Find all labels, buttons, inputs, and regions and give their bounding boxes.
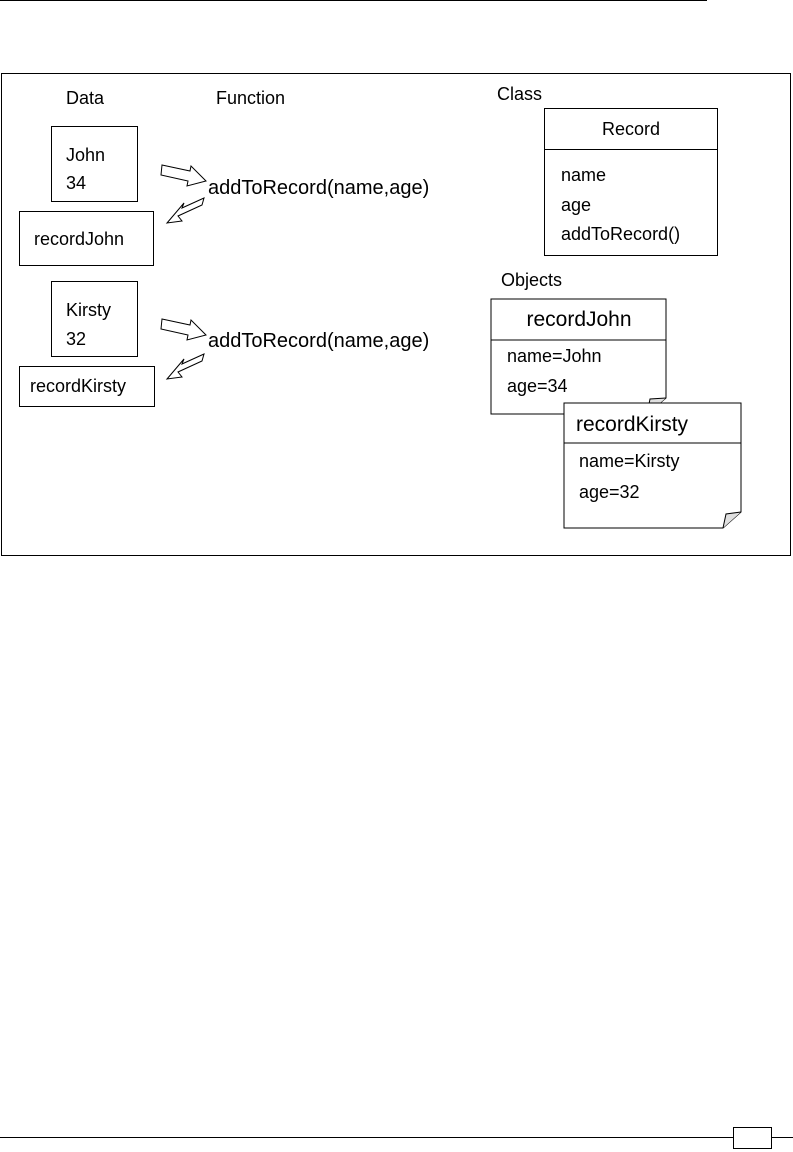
object-record-john-title: recordJohn: [526, 308, 632, 331]
arrow-kirsty-to-function: [160, 318, 207, 341]
heading-data: Data: [66, 88, 105, 108]
object-record-john-age: age=34: [507, 376, 568, 396]
object-record-kirsty-name: name=Kirsty: [579, 451, 680, 471]
john-data-box: John 34: [51, 126, 138, 202]
kirsty-data-box: Kirsty 32: [51, 281, 138, 357]
object-record-kirsty-age: age=32: [579, 482, 640, 502]
class-member-age: age: [561, 195, 592, 215]
header-rule: [0, 0, 707, 1]
record-john-result-box: recordJohn: [19, 211, 154, 266]
kirsty-function-call: addToRecord(name,age): [208, 330, 430, 352]
john-function-call: addToRecord(name,age): [208, 177, 430, 199]
record-john-result-label: recordJohn: [34, 229, 125, 249]
class-divider: [545, 149, 717, 150]
class-member-method: addToRecord(): [561, 224, 681, 244]
heading-function: Function: [216, 88, 286, 108]
heading-objects: Objects: [501, 270, 563, 290]
arrow-function-to-record-kirsty: [165, 353, 205, 380]
object-record-kirsty-shape: [563, 402, 742, 529]
class-record-box: Record name age addToRecord(): [544, 108, 718, 256]
kirsty-age-value: 32: [66, 329, 87, 349]
object-record-kirsty-title: recordKirsty: [576, 413, 689, 436]
record-kirsty-result-box: recordKirsty: [19, 366, 155, 407]
footer-rule: [0, 1137, 733, 1138]
footer-rule-right: [771, 1137, 793, 1138]
class-member-name: name: [561, 165, 607, 185]
page-number-box: [733, 1127, 772, 1149]
arrow-john-to-function: [160, 164, 207, 187]
diagram-figure: Data Function Class Objects John 34 addT…: [1, 73, 791, 556]
class-record-title: Record: [601, 119, 661, 139]
john-age-value: 34: [66, 173, 87, 193]
object-record-john-name: name=John: [507, 346, 602, 366]
record-kirsty-result-label: recordKirsty: [30, 376, 127, 396]
arrow-function-to-record-john: [165, 197, 205, 224]
diagram-shapes: [160, 164, 742, 529]
kirsty-name-value: Kirsty: [66, 300, 111, 320]
john-name-value: John: [66, 145, 106, 165]
heading-class: Class: [497, 84, 543, 104]
